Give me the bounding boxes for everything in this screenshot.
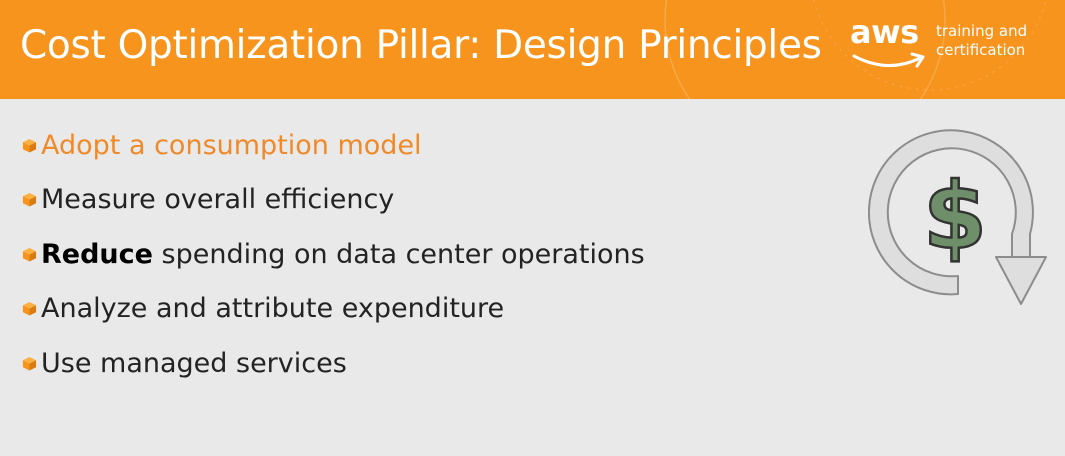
- principle-text: Measure overall efficiency: [41, 184, 395, 216]
- slide-header: Cost Optimization Pillar: Design Princip…: [0, 0, 1065, 99]
- design-principles-list: Adopt a consumption model Measure overal…: [22, 118, 645, 391]
- cube-bullet-icon: [22, 356, 37, 371]
- slide-title: Cost Optimization Pillar: Design Princip…: [20, 23, 822, 68]
- cube-bullet-icon: [22, 193, 37, 207]
- aws-logo-mark: aws: [850, 13, 919, 51]
- cube-bullet-icon: [22, 138, 37, 153]
- dollar-down-arrow-icon: $: [868, 129, 1047, 305]
- aws-smile-icon: [852, 52, 925, 68]
- header-decoration: [664, 0, 1047, 99]
- aws-logo-tagline-line2: certification: [936, 41, 1026, 59]
- principle-text: Use managed services: [41, 347, 347, 379]
- aws-logo: aws training and certification: [850, 14, 1055, 84]
- aws-logo-tagline-line1: training and: [936, 22, 1028, 40]
- cube-bullet-icon: [22, 302, 37, 316]
- principle-reduce-spending: Reduce spending on data center operation…: [22, 227, 645, 282]
- principle-adopt-consumption-model: Adopt a consumption model: [22, 118, 645, 173]
- principle-analyze-expenditure: Analyze and attribute expenditure: [22, 282, 645, 337]
- principle-text: Analyze and attribute expenditure: [41, 293, 505, 325]
- principle-text: spending on data center operations: [152, 238, 645, 270]
- cube-bullet-icon: [22, 247, 37, 262]
- aws-logo-tagline: training and certification: [936, 22, 1027, 60]
- principle-use-managed-services: Use managed services: [22, 336, 645, 391]
- principle-text: Adopt a consumption model: [41, 129, 422, 161]
- principle-emphasis: Reduce: [41, 238, 153, 270]
- principle-measure-efficiency: Measure overall efficiency: [22, 173, 645, 228]
- dollar-sign: $: [923, 163, 987, 270]
